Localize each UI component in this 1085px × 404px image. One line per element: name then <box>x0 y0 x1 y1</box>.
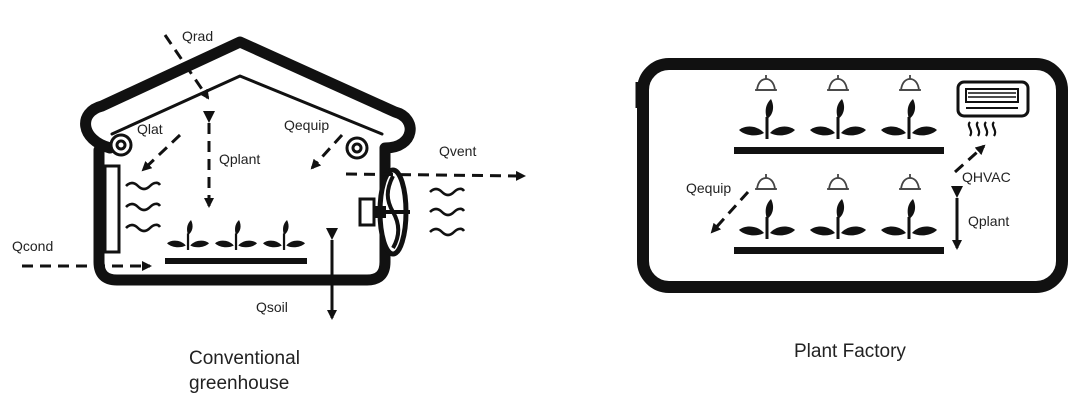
qsoil-label: Qsoil <box>256 299 288 315</box>
qlat-arrow <box>141 133 182 172</box>
plant-factory-outline <box>637 58 1068 293</box>
qvent-arrow <box>345 170 526 181</box>
grow-lamps-lower-icon <box>754 173 922 190</box>
plant-factory-caption: Plant Factory <box>794 341 906 362</box>
plant-factory-diagram: Qequip QHVAC Qplant Plant Factory <box>635 58 1068 362</box>
qequip-label: Qequip <box>284 117 329 133</box>
greenhouse-caption-line2: greenhouse <box>189 373 289 394</box>
greenhouse-bench <box>165 258 307 264</box>
greenhouse-diagram: Qrad Qlat Qplant Qequip Qvent Qcond Qsoi… <box>12 28 526 394</box>
hvac-unit-icon <box>956 80 1030 137</box>
qlat-label: Qlat <box>137 121 163 137</box>
grow-lamps-upper-icon <box>754 74 922 91</box>
qrad-label: Qrad <box>182 28 213 44</box>
qequip-arrow <box>310 133 344 170</box>
pf-qhvac-label: QHVAC <box>962 169 1011 185</box>
greenhouse-caption-line1: Conventional <box>189 348 300 369</box>
qrad-arrow <box>163 34 210 100</box>
qplant-label: Qplant <box>219 151 260 167</box>
lower-shelf <box>734 247 944 254</box>
pf-qequip-arrow <box>710 190 750 234</box>
fan-icon <box>358 167 410 257</box>
humidity-waves-icon <box>124 181 162 233</box>
greenhouse-outline <box>80 36 416 286</box>
qcond-label: Qcond <box>12 238 53 254</box>
pf-qhvac-arrow <box>953 144 986 174</box>
upper-shelf <box>734 147 944 154</box>
qvent-label: Qvent <box>439 143 476 159</box>
pf-qequip-label: Qequip <box>686 180 731 196</box>
greenhouse-wall-panel <box>103 164 121 254</box>
vent-air-waves-icon <box>428 187 466 237</box>
greenhouse-plants-icon <box>165 218 307 252</box>
upper-plants-icon <box>737 97 939 141</box>
lower-plants-icon <box>737 197 939 241</box>
spotlight-icon <box>109 133 133 157</box>
pf-qplant-label: Qplant <box>968 213 1009 229</box>
spotlight-icon <box>345 136 369 160</box>
greenhouse-roof-inner <box>110 74 384 136</box>
